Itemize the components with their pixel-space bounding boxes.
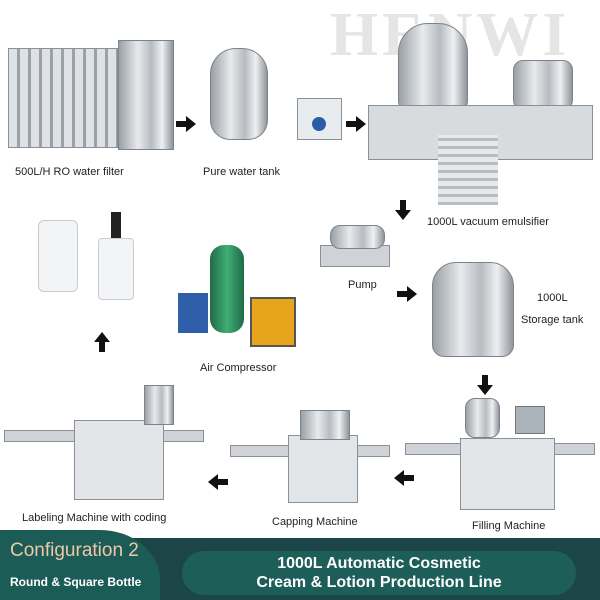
title-line-2: Cream & Lotion Production Line xyxy=(256,574,502,591)
vacuum-emulsifier-image xyxy=(368,5,598,205)
pump-head-icon xyxy=(111,212,121,238)
arrow-left-icon xyxy=(394,470,414,486)
square-bottle-image xyxy=(38,220,78,292)
filling-label: Filling Machine xyxy=(472,520,546,532)
arrow-left-icon xyxy=(208,474,228,490)
ro-filter-label: 500L/H RO water filter xyxy=(15,166,124,178)
arrow-down-icon xyxy=(395,200,411,220)
transfer-pump-image xyxy=(297,98,342,140)
arrow-up-icon xyxy=(94,332,110,352)
arrow-right-icon xyxy=(346,116,366,132)
filling-machine-image xyxy=(405,398,595,510)
labeling-machine-image xyxy=(4,385,204,505)
production-line-title: 1000L Automatic Cosmetic Cream & Lotion … xyxy=(182,551,576,595)
arrow-down-icon xyxy=(477,375,493,395)
air-compressor-image xyxy=(178,245,298,353)
bottle-type: Round & Square Bottle xyxy=(10,575,142,589)
arrow-right-icon xyxy=(397,286,417,302)
emulsifier-label: 1000L vacuum emulsifier xyxy=(427,216,549,228)
pump-label: Pump xyxy=(348,279,377,291)
ro-water-filter-image xyxy=(8,40,178,155)
configuration-title: Configuration 2 xyxy=(10,540,139,561)
labeling-label: Labeling Machine with coding xyxy=(22,512,167,524)
capping-label: Capping Machine xyxy=(272,516,358,528)
capping-machine-image xyxy=(230,405,390,505)
storage-capacity-label: 1000L xyxy=(537,292,568,304)
pump-image xyxy=(320,200,395,275)
configuration-tab: Configuration 2 Round & Square Bottle xyxy=(0,530,160,600)
pure-water-tank-image xyxy=(210,48,268,140)
pump-bottle-image xyxy=(98,238,134,300)
title-line-1: 1000L Automatic Cosmetic xyxy=(277,555,481,572)
compressor-label: Air Compressor xyxy=(200,362,277,374)
water-tank-label: Pure water tank xyxy=(203,166,281,178)
storage-tank-label: Storage tank xyxy=(521,314,584,326)
arrow-right-icon xyxy=(176,116,196,132)
storage-tank-image xyxy=(432,262,514,357)
